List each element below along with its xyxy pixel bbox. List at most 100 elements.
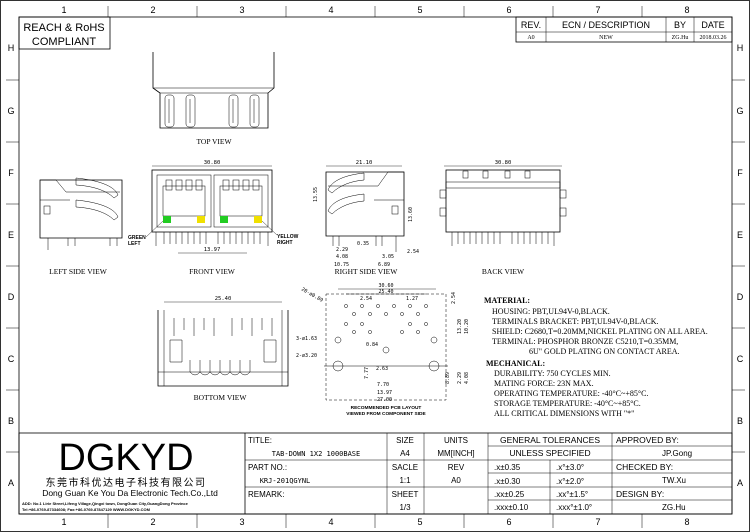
dim-side-e: 6.89	[378, 262, 390, 268]
mechanical-line: OPERATING TEMPERATURE: -40°C~+85°C.	[494, 389, 648, 398]
company-name-cn: 东莞市科优达电子科技有限公司	[46, 476, 207, 489]
dim-bottom-width: 25.40	[215, 296, 232, 302]
col-label: 3	[239, 5, 244, 15]
scale-value: 1:1	[399, 476, 411, 485]
material-title: MATERIAL:	[484, 296, 530, 305]
dim-pcb-h2: 13.20	[457, 319, 463, 334]
col-label: 1	[61, 517, 66, 527]
compliance-box: REACH & RoHS COMPLIANT	[18, 16, 111, 50]
rev-value: A0	[527, 35, 534, 41]
dim-side-c: 3.05	[382, 254, 394, 260]
material-line: TERMINAL: PHOSPHOR BRONZE C5210,T=0.35MM…	[492, 337, 678, 346]
pcb-layout-label-2: VIEWED FROM COMPONENT SIDE	[346, 411, 426, 417]
col-label: 6	[506, 5, 511, 15]
row-label: E	[737, 230, 743, 240]
company-logo: DGKYD	[58, 437, 193, 479]
scale-label: SACLE	[392, 463, 418, 472]
grid-row-labels-left: H G F E D C B A	[7, 43, 14, 488]
dim-front-width: 30.80	[204, 160, 221, 166]
right-side-view-drawing: 21.10 13.55 13.60 2.29 4.08 3.05 10.75 6…	[313, 160, 419, 276]
title-label: TITLE:	[248, 436, 272, 445]
mechanical-notes: MECHANICAL: DURABILITY: 750 CYCLES MIN. …	[486, 359, 648, 418]
row-label: B	[737, 416, 743, 426]
tol-angle: .xxx°±1.0°	[556, 503, 592, 512]
dim-side-g: 0.35	[357, 241, 369, 247]
size-label: SIZE	[396, 436, 414, 445]
row-label: F	[8, 168, 14, 178]
row-label: B	[8, 416, 14, 426]
dim-back-width: 30.80	[495, 160, 512, 166]
dim-side-f: 2.54	[407, 249, 419, 255]
rev-label: REV	[448, 463, 465, 472]
row-label: D	[8, 292, 15, 302]
compliance-line2: COMPLIANT	[32, 36, 96, 48]
units-label: UNITS	[444, 436, 468, 445]
left-side-view-drawing: LEFT SIDE VIEW	[39, 177, 123, 276]
by-header: BY	[674, 20, 686, 30]
material-line: HOUSING: PBT,UL94V-0,BLACK.	[492, 307, 610, 316]
sheet-value: 1/3	[399, 503, 411, 512]
col-label: 5	[417, 517, 422, 527]
front-view-label: FRONT VIEW	[189, 267, 236, 276]
row-label: H	[737, 43, 744, 53]
approved-label: APPROVED BY:	[616, 435, 679, 445]
col-label: 8	[684, 517, 689, 527]
sheet-label: SHEET	[392, 490, 419, 499]
tol-angle: .x°±2.0°	[556, 477, 584, 486]
dim-side-h2: 13.60	[408, 207, 414, 222]
row-label: A	[737, 478, 743, 488]
company-name-en: Dong Guan Ke You Da Electronic Tech.Co.,…	[42, 488, 218, 498]
approved-value: JP.Gong	[662, 449, 692, 458]
led-yellow-right-icon	[254, 216, 262, 223]
title-value: TAB-DOWN 1X2 1000BASE	[272, 450, 361, 458]
row-label: G	[7, 106, 14, 116]
units-value: MM[INCH]	[437, 449, 474, 458]
row-label: C	[8, 354, 15, 364]
grid-column-labels-top: 1 2 3 4 5 6 7 8	[61, 5, 689, 15]
part-value: KRJ-201QGYNL	[260, 477, 311, 485]
front-view-drawing: 30.80 13.97 GREEN LEFT	[128, 160, 299, 276]
led-green-right-icon	[220, 216, 228, 223]
back-view-drawing: 30.80 BACK VIEW	[439, 160, 567, 276]
dim-pcb-c: 7.77	[364, 367, 370, 379]
col-label: 4	[328, 5, 333, 15]
date-value: 2018.03.26	[700, 35, 727, 41]
dim-pcb-h: 2.29	[457, 372, 463, 384]
dim-pcb-hole3: 2-ø3.20	[296, 353, 317, 359]
col-label: 4	[328, 517, 333, 527]
dim-pcb-w1: 30.60	[378, 283, 393, 289]
col-label: 3	[239, 517, 244, 527]
back-view-label: BACK VIEW	[482, 267, 525, 276]
rev-value: A0	[451, 476, 461, 485]
dim-pcb-i: 4.08	[464, 372, 470, 384]
label-green-led: GREEN	[128, 235, 146, 241]
design-value: ZG.Hu	[662, 503, 686, 512]
material-line: SHIELD: C2680,T=0.20MM,NICKEL PLATING ON…	[492, 327, 708, 336]
dim-pcb-e: 13.97	[377, 390, 392, 396]
dim-side-b: 4.08	[336, 254, 348, 260]
mechanical-line: MATING FORCE: 23N MAX.	[494, 379, 594, 388]
tol-linear: .x±0.35	[494, 463, 521, 472]
led-green-left-icon	[163, 216, 171, 223]
dim-front-pitch: 13.97	[204, 247, 221, 253]
dim-pcb-h3: 10.20	[464, 319, 470, 334]
dim-pcb-w2: 25.40	[378, 289, 393, 295]
design-label: DESIGN BY:	[616, 489, 664, 499]
dim-pcb-a: 0.84	[366, 342, 378, 348]
col-label: 6	[506, 517, 511, 527]
grid-row-labels-right: H G F E D C B A	[736, 43, 743, 488]
dim-side-a: 2.29	[336, 247, 348, 253]
pcb-layout-drawing: 30.60 25.40 2.54 1.27 20-ø0.89 3-ø1.63 2…	[296, 283, 470, 417]
label-left: LEFT	[128, 241, 141, 247]
mechanical-line: DURABILITY: 750 CYCLES MIN.	[494, 369, 611, 378]
remark-label: REMARK:	[248, 490, 284, 499]
tol-linear: .xx±0.25	[494, 490, 525, 499]
material-line: TERMINALS BRACKET: PBT,UL94V-0,BLACK.	[492, 317, 659, 326]
tol-angle: .xx°±1.5°	[556, 490, 588, 499]
top-view-drawing: TOP VIEW	[152, 52, 275, 146]
label-yellow-led: YELLOW	[277, 234, 299, 240]
pcb-layout-label-1: RECOMMENDED PCB LAYOUT	[351, 405, 422, 411]
dim-pcb-hole1: 20-ø0.89	[300, 287, 324, 304]
row-label: C	[737, 354, 744, 364]
